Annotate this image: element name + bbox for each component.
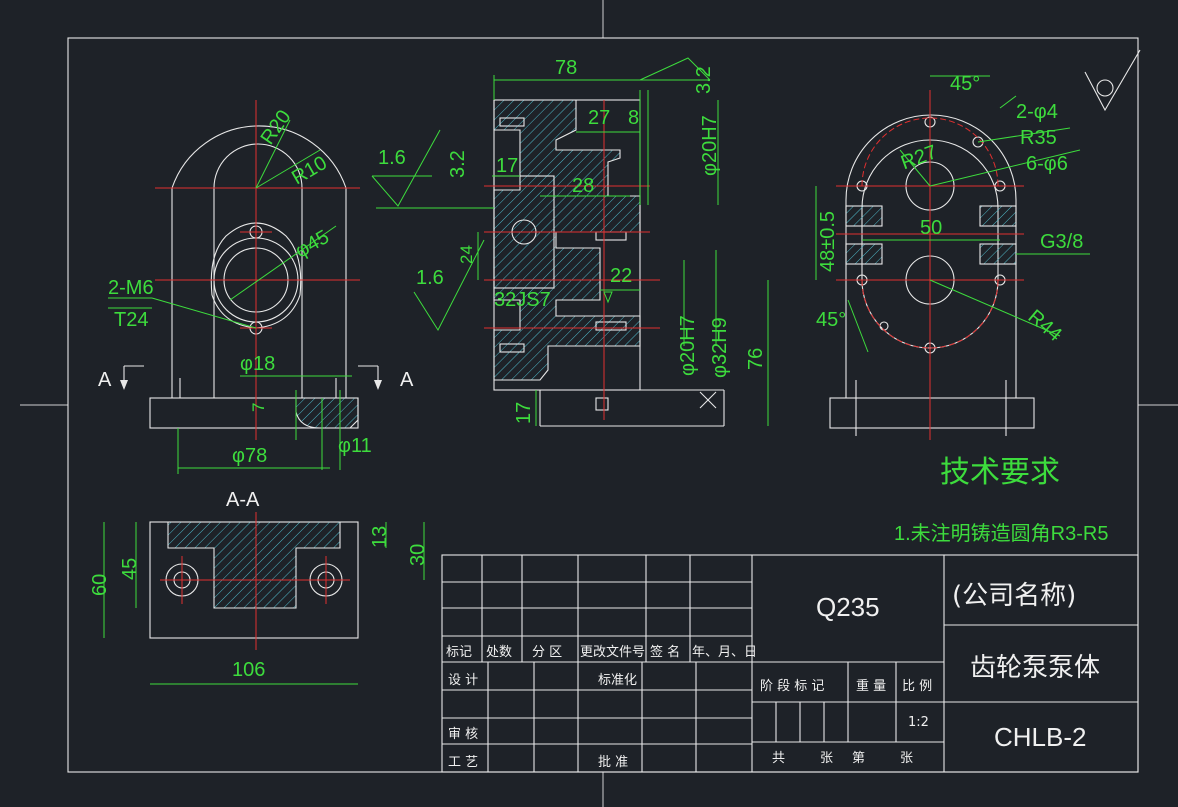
dim-dia11: φ11 bbox=[338, 435, 372, 457]
section-label-a-right: A bbox=[400, 369, 414, 391]
dim-13: 13 bbox=[369, 526, 391, 548]
tb-count: 处数 bbox=[486, 645, 512, 660]
tb-sign: 签 名 bbox=[650, 644, 680, 660]
section-view-dimensions: 78 27 8 φ20H7 17 28 24 22 32JS7 φ20H7 φ3… bbox=[371, 57, 769, 426]
crosshair bbox=[20, 0, 1178, 807]
dim-2dia4: 2-φ4 bbox=[1016, 101, 1058, 123]
dim-60: 60 bbox=[89, 574, 111, 596]
tb-ratio: 比 例 bbox=[902, 679, 932, 694]
dim-22: 22 bbox=[610, 265, 632, 287]
dim-48: 48±0.5 bbox=[817, 211, 839, 272]
dim-dia20h7-top: φ20H7 bbox=[699, 115, 721, 176]
dim-27: 27 bbox=[588, 107, 610, 129]
tb-design: 设 计 bbox=[448, 673, 478, 688]
dim-angle45-top: 45° bbox=[950, 73, 980, 95]
tb-total: 共 bbox=[772, 751, 785, 766]
title-block: 标记 处数 分 区 更改文件号 签 名 年、月、日 设 计 标准化 审 核 工 … bbox=[441, 554, 1139, 773]
tb-weight: 重 量 bbox=[856, 678, 886, 694]
tb-sheets: 张 bbox=[820, 751, 833, 766]
tb-doc-no: 更改文件号 bbox=[580, 645, 645, 660]
tb-standard: 标准化 bbox=[598, 673, 637, 688]
front-view bbox=[149, 100, 360, 470]
section-view bbox=[484, 99, 725, 427]
tb-drawing-no: CHLB-2 bbox=[994, 722, 1086, 752]
dim-50: 50 bbox=[920, 217, 942, 239]
tb-date: 年、月、日 bbox=[692, 645, 757, 660]
dim-76: 76 bbox=[745, 348, 767, 370]
aa-section-view: A-A bbox=[149, 489, 359, 650]
dim-angle45-left: 45° bbox=[816, 309, 846, 331]
tb-company: (公司名称) bbox=[952, 581, 1076, 611]
dim-8: 8 bbox=[628, 107, 639, 129]
dim-7: 7 bbox=[249, 403, 268, 412]
dim-g3-8: G3/8 bbox=[1040, 231, 1083, 253]
dim-28: 28 bbox=[572, 175, 594, 197]
tb-zone: 分 区 bbox=[532, 645, 562, 660]
tb-scale: 1:2 bbox=[908, 715, 929, 730]
tb-approve: 批 准 bbox=[598, 755, 628, 770]
tech-req-note: 1.未注明铸造圆角R3-R5 bbox=[894, 522, 1108, 545]
aa-section-title: A-A bbox=[226, 489, 260, 511]
tb-material: Q235 bbox=[816, 592, 880, 622]
tech-req-title: 技术要求 bbox=[940, 456, 1060, 489]
dim-78: 78 bbox=[555, 57, 577, 79]
section-label-a-left: A bbox=[98, 369, 112, 391]
tb-part-name: 齿轮泵泵体 bbox=[970, 653, 1100, 683]
dim-2m6: 2-M6 bbox=[108, 277, 154, 299]
tb-mark: 标记 bbox=[446, 645, 472, 660]
roughness-1: 1.6 bbox=[378, 147, 406, 169]
right-view bbox=[829, 90, 1035, 440]
dim-17-top: 17 bbox=[496, 155, 518, 177]
dim-6dia6: 6-φ6 bbox=[1026, 153, 1068, 175]
dim-dia32h9: φ32H9 bbox=[709, 317, 731, 378]
dim-30: 30 bbox=[407, 544, 429, 566]
tb-process: 工 艺 bbox=[448, 755, 478, 770]
dim-106: 106 bbox=[232, 659, 265, 681]
dim-32js7: 32JS7 bbox=[494, 289, 551, 311]
aa-section-dimensions: 60 45 13 30 106 bbox=[89, 522, 429, 685]
tb-review: 审 核 bbox=[448, 727, 478, 742]
tb-sheet: 张 bbox=[900, 751, 913, 766]
roughness-2: 3.2 bbox=[447, 150, 469, 178]
dim-24: 24 bbox=[457, 245, 476, 264]
tb-stage: 阶 段 标 记 bbox=[760, 679, 824, 694]
dim-r35: R35 bbox=[1020, 127, 1057, 149]
dim-dia78: φ78 bbox=[232, 445, 267, 467]
dim-17-bot: 17 bbox=[513, 402, 535, 424]
roughness-4: 3.2 bbox=[693, 66, 715, 94]
roughness-3: 1.6 bbox=[416, 267, 444, 289]
dim-t24: T24 bbox=[114, 309, 148, 331]
dim-dia18: φ18 bbox=[240, 353, 275, 375]
global-roughness-symbol bbox=[1084, 49, 1141, 112]
dim-dia20h7-bot: φ20H7 bbox=[677, 315, 699, 376]
tb-no: 第 bbox=[852, 751, 865, 766]
dim-45: 45 bbox=[119, 558, 141, 580]
